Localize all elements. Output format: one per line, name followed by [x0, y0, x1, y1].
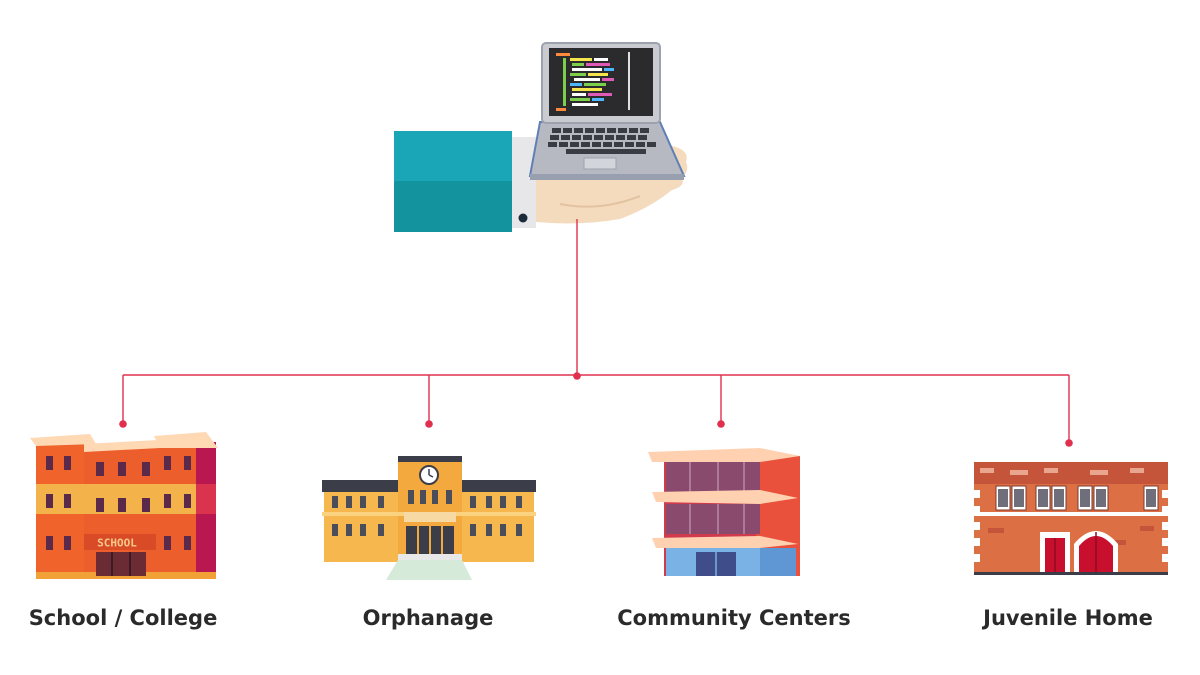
connector-junction-dot: [573, 372, 581, 380]
connector-end-dot-community: [717, 420, 725, 428]
orphanage-building-illustration: [322, 456, 536, 580]
connector-end-dot-juvenile: [1065, 439, 1073, 447]
label-orphanage: Orphanage: [362, 606, 494, 630]
community-center-building-illustration: [648, 448, 800, 576]
school-sign: SCHOOL: [97, 537, 137, 550]
connector-end-dot-orphanage: [425, 420, 433, 428]
juvenile-home-building-illustration: [974, 448, 1168, 575]
hand-laptop-illustration: [394, 42, 688, 232]
label-school-college: School / College: [28, 606, 218, 630]
connector-end-dot-school: [119, 420, 127, 428]
label-juvenile-home: Juvenile Home: [983, 606, 1153, 630]
connector-tree: [122, 219, 1070, 443]
school-building-illustration: SCHOOL: [30, 432, 218, 579]
label-community-centers: Community Centers: [617, 606, 851, 630]
